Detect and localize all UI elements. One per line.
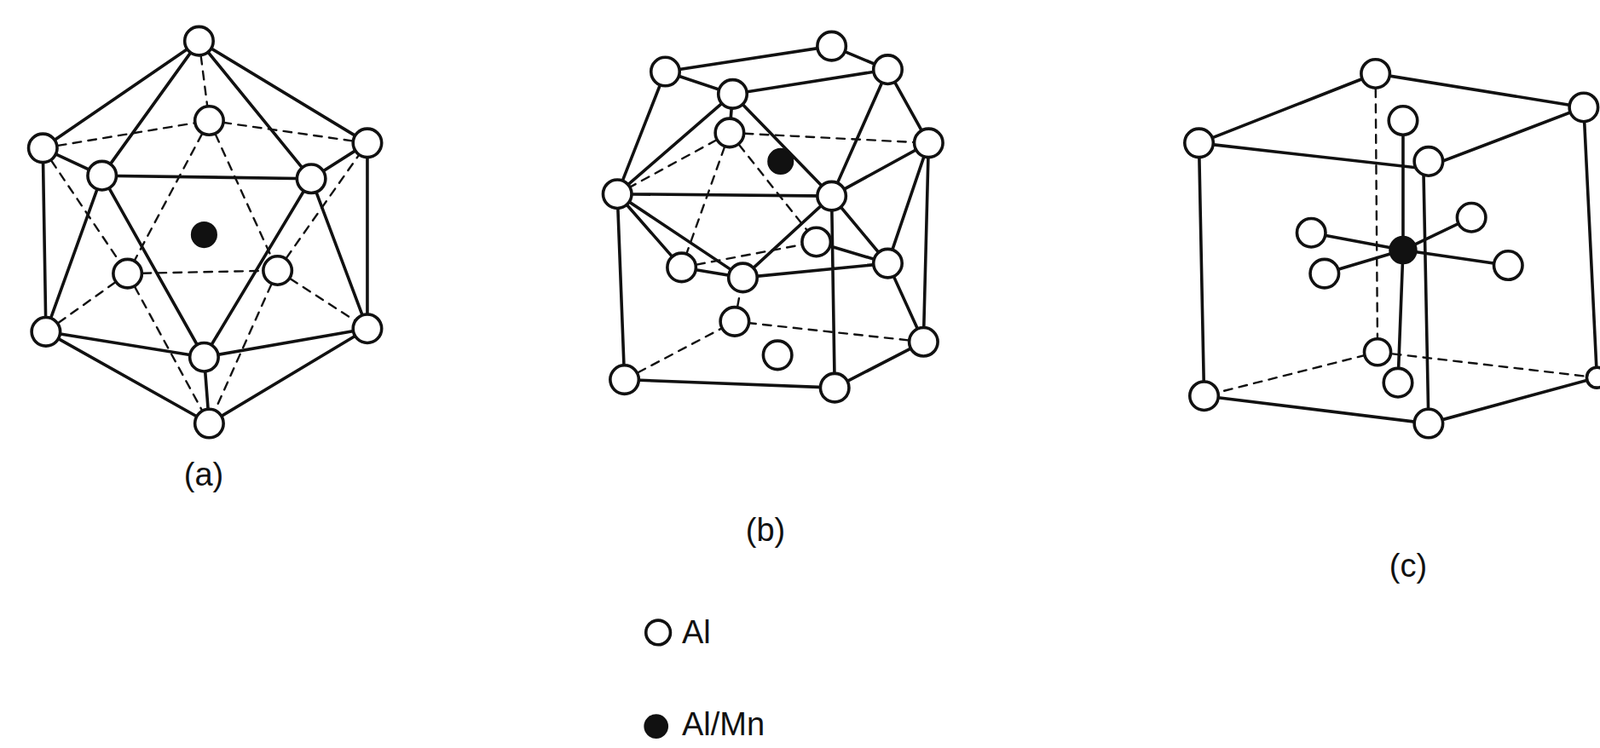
cube-cluster bbox=[1199, 73, 1598, 424]
panel-label: (b) bbox=[745, 514, 786, 547]
panel-label: (c) bbox=[1389, 549, 1427, 583]
legend-text: Al bbox=[681, 616, 711, 649]
polyhedron bbox=[617, 46, 929, 388]
al-atoms bbox=[28, 26, 1600, 645]
legend-text: Al/Mn bbox=[681, 708, 765, 741]
panel-label: (a) bbox=[184, 458, 224, 491]
al-mn-atoms bbox=[191, 149, 1416, 739]
icosahedron bbox=[42, 40, 368, 424]
